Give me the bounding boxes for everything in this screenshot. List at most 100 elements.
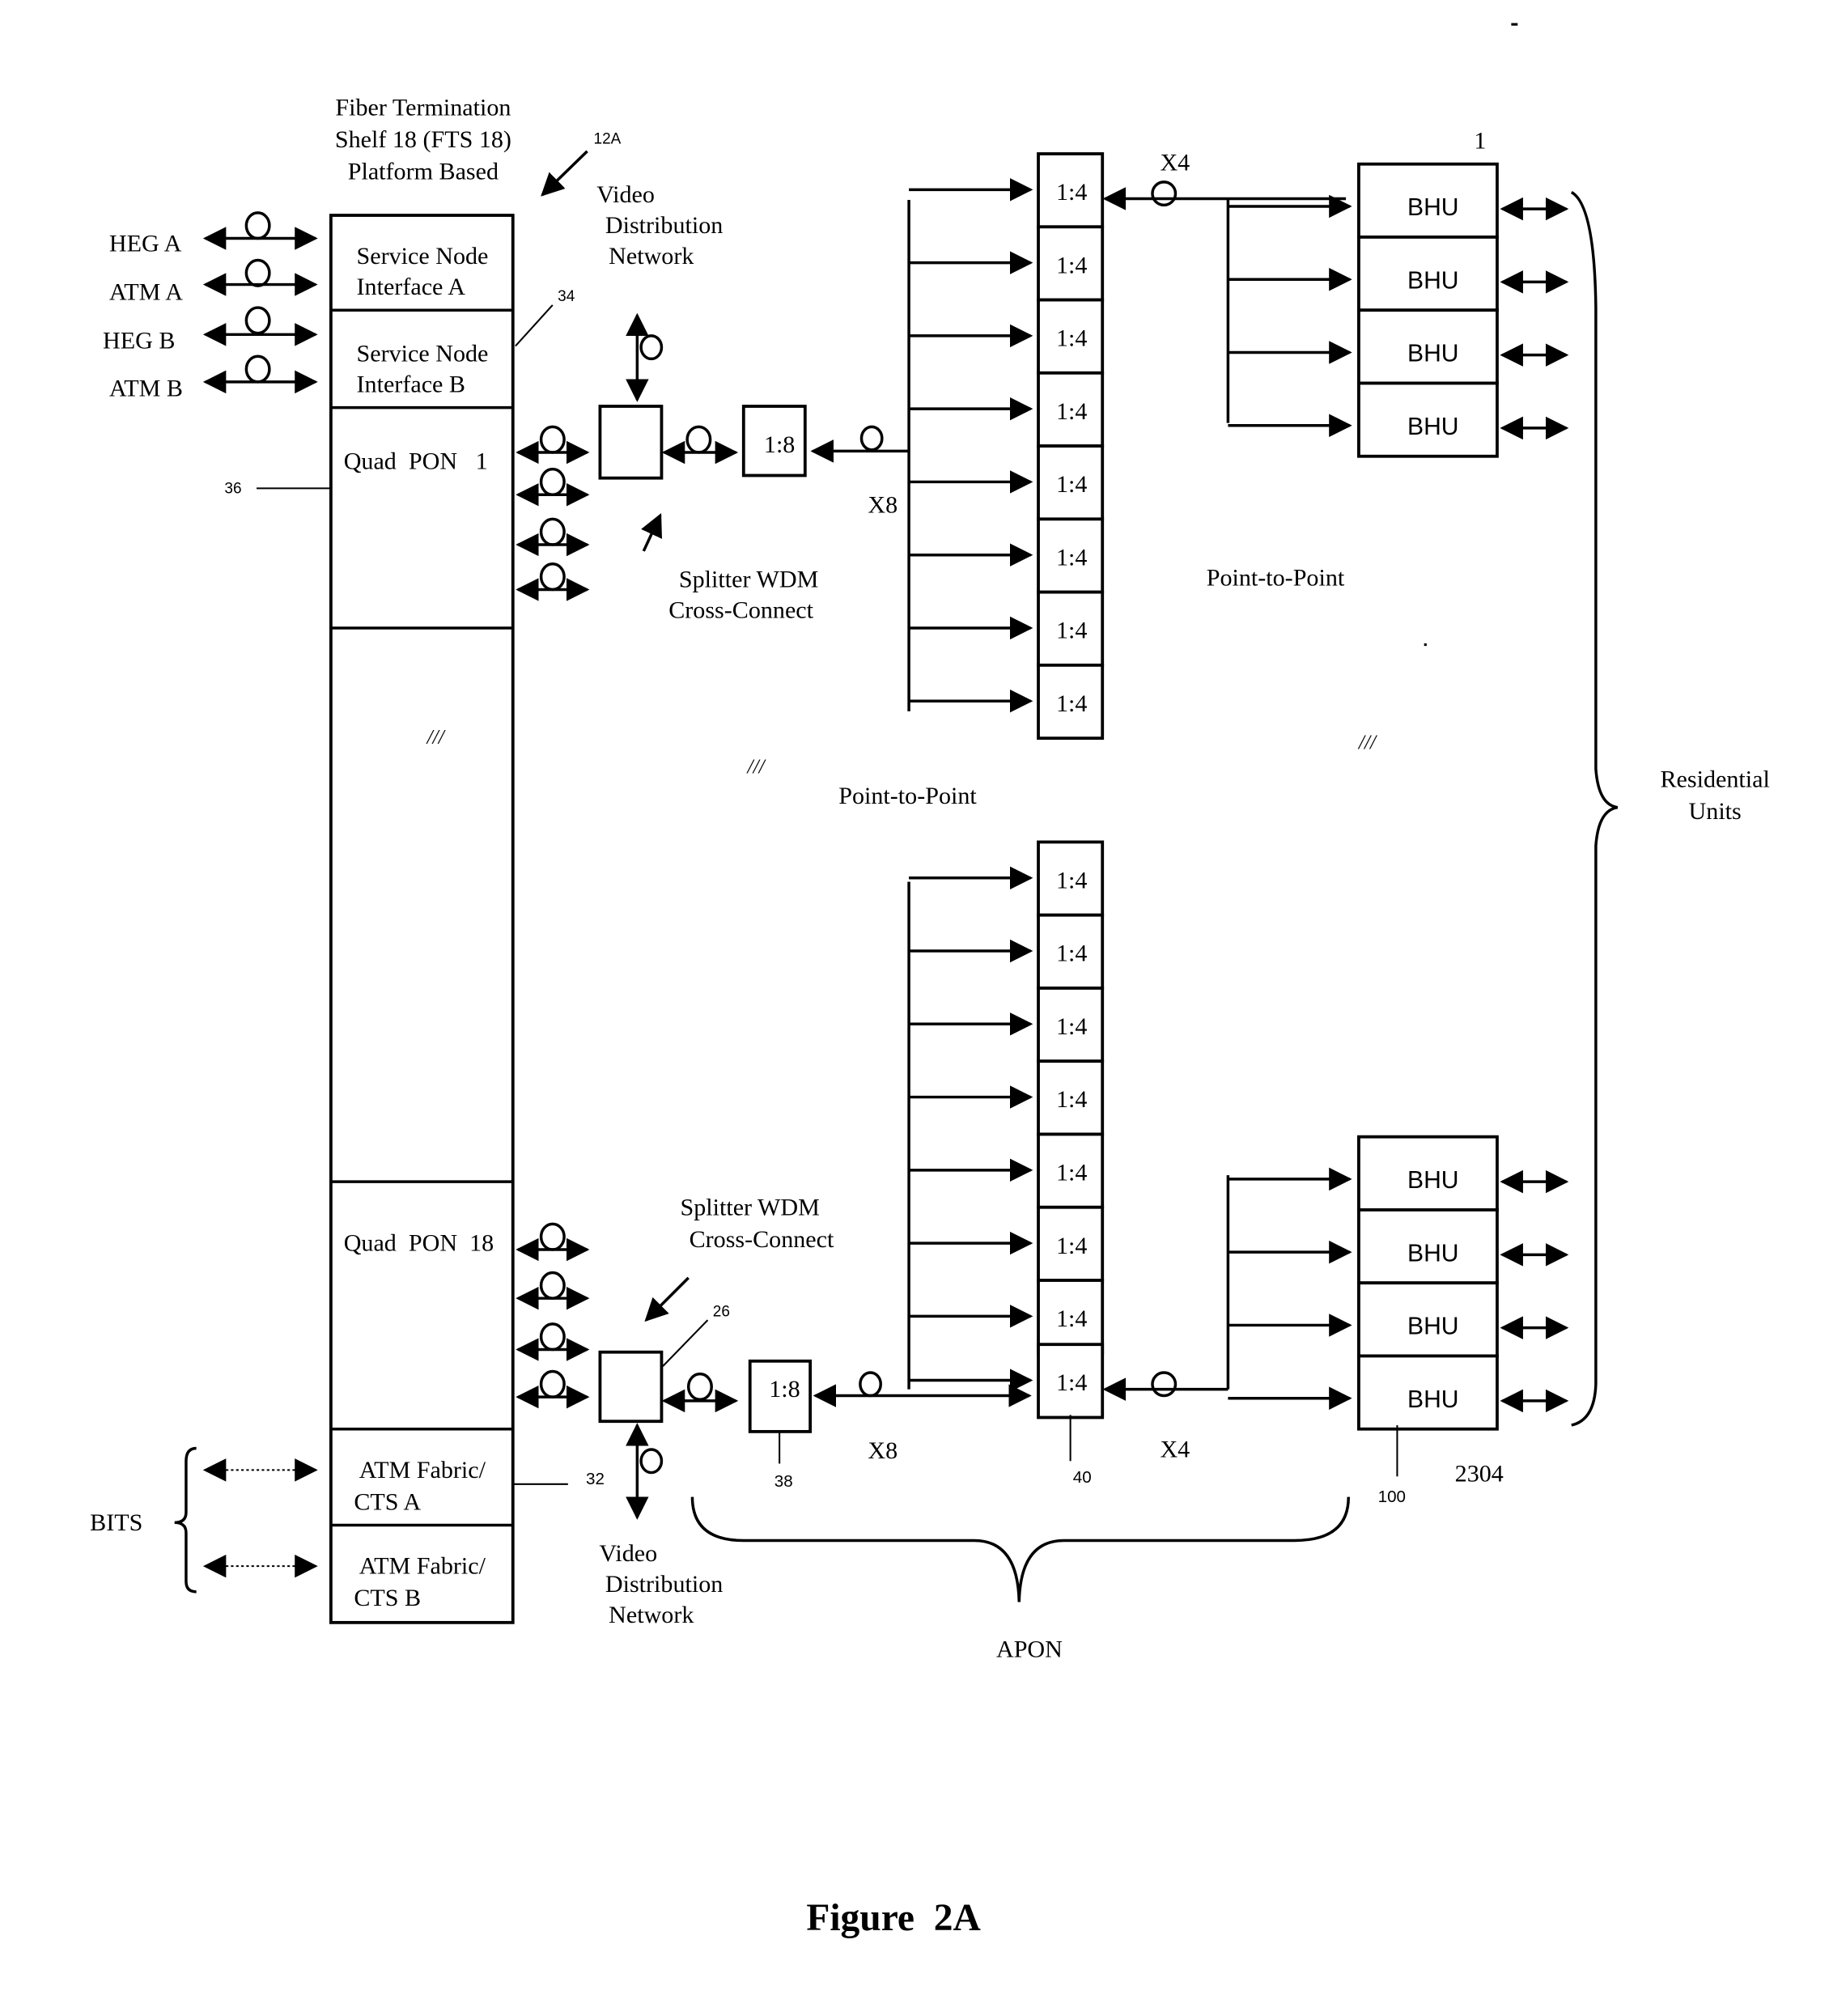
bhu-unit: BHU xyxy=(1228,164,1566,237)
shelf-frame xyxy=(331,215,513,1623)
fiber-loop-icon xyxy=(1152,1373,1176,1396)
video-network-top-line-1: Video xyxy=(596,180,655,208)
splitter-1-4: 1:4 xyxy=(909,1134,1102,1207)
apon-label: APON xyxy=(996,1636,1063,1663)
bhu-label: BHU xyxy=(1407,341,1459,367)
ref-38-label: 38 xyxy=(774,1472,793,1491)
splitter-1-4: 1:4 xyxy=(909,665,1102,738)
splitter-1-4-label: 1:4 xyxy=(1056,543,1087,571)
input-label: ATM A xyxy=(109,278,183,306)
fiber-loop-icon xyxy=(541,1371,565,1397)
splitter-1-4: 1:4 xyxy=(909,1207,1102,1280)
bottom-bhu-group: BHUBHUBHUBHU xyxy=(1228,1137,1566,1429)
sni-a-line-1: Service Node xyxy=(357,242,489,270)
bhu-label: BHU xyxy=(1407,267,1459,294)
ellipsis-right: /// xyxy=(1357,731,1377,753)
pon-port xyxy=(518,519,588,545)
top-splitter-wdm: Video Distribution Network 1:8 Splitter … xyxy=(596,180,818,623)
bhu-label: BHU xyxy=(1407,194,1459,221)
ref-26-leader xyxy=(663,1320,707,1366)
splitter-1-4-label: 1:4 xyxy=(1056,1085,1087,1113)
bits-group: BITS xyxy=(90,1448,316,1591)
bottom-feeder: X8 xyxy=(815,1373,1029,1464)
input-label: HEG A xyxy=(109,229,182,257)
fiber-loop-icon xyxy=(1152,182,1176,206)
splitter-1-4-label: 1:4 xyxy=(1056,178,1087,206)
pon-port xyxy=(518,1273,588,1299)
bottom-1-4-column: 1:41:41:41:41:41:41:41:4 xyxy=(909,842,1102,1417)
splitter-1-4-label: 1:4 xyxy=(1056,325,1087,352)
splitter-1-4-label: 1:4 xyxy=(1056,1369,1087,1396)
ref-26-label: 26 xyxy=(713,1303,730,1320)
shelf-title-line-3: Platform Based xyxy=(348,158,499,185)
pon-port xyxy=(518,469,588,495)
splitter-1-4: 1:4 xyxy=(909,1344,1102,1417)
splitter-1-4-label: 1:4 xyxy=(1056,1232,1087,1259)
splitter-1-4: 1:4 xyxy=(909,1280,1102,1353)
top-1-4-column: 1:41:41:41:41:41:41:41:4 xyxy=(909,154,1102,738)
input-atm-a: ATM A xyxy=(109,260,316,305)
bhu-unit: BHU xyxy=(1228,310,1566,383)
fiber-loop-icon xyxy=(861,427,881,450)
splitter-wdm-bottom-line-2: Cross-Connect xyxy=(690,1225,834,1253)
ref-100-label: 100 xyxy=(1378,1488,1406,1506)
pon-port xyxy=(518,1371,588,1397)
bottom-splitter-wdm: Splitter WDM Cross-Connect 26 Video Dist… xyxy=(599,1193,834,1628)
residential-units-line-2: Units xyxy=(1689,797,1742,825)
fiber-loop-icon xyxy=(246,260,269,286)
splitter-1-4-label: 1:4 xyxy=(1056,470,1087,498)
top-feeder: X8 xyxy=(813,427,909,518)
bhu-unit: BHU xyxy=(1228,1210,1566,1283)
bhu-unit: BHU xyxy=(1228,1137,1566,1210)
bits-label: BITS xyxy=(90,1509,142,1536)
sni-b-line-2: Interface B xyxy=(357,371,465,398)
atm-b-line-1: ATM Fabric/ xyxy=(359,1552,486,1580)
splitter-wdm-top-line-2: Cross-Connect xyxy=(668,596,813,623)
shelf-title: Fiber Termination Shelf 18 (FTS 18) Plat… xyxy=(335,94,511,185)
video-network-top-line-2: Distribution xyxy=(605,211,723,239)
fiber-loop-icon xyxy=(246,308,269,333)
ref-1-label: 1 xyxy=(1474,127,1486,155)
ref-40-label: 40 xyxy=(1073,1468,1092,1487)
splitter-1-8-bottom-label: 1:8 xyxy=(769,1375,800,1403)
ref-12a-label: 12A xyxy=(594,130,622,147)
bhu-label: BHU xyxy=(1407,1314,1459,1340)
sni-b-line-1: Service Node xyxy=(357,340,489,367)
wdm-cross-connect-box xyxy=(600,406,661,478)
splitter-1-4-label: 1:4 xyxy=(1056,940,1087,967)
ref-34-leader xyxy=(516,305,553,346)
splitter-1-4: 1:4 xyxy=(909,154,1102,227)
x8-top-label: X8 xyxy=(868,490,898,518)
apon-group: APON xyxy=(692,1497,1348,1663)
atm-a-line-2: CTS A xyxy=(354,1488,421,1515)
fiber-loop-icon xyxy=(687,427,711,452)
sni-a-line-2: Interface A xyxy=(357,273,466,300)
bhu-unit: BHU xyxy=(1228,237,1566,310)
ref-12a-arrow xyxy=(542,151,587,195)
fiber-loop-icon xyxy=(860,1373,881,1396)
splitter-1-4: 1:4 xyxy=(909,592,1102,665)
bhu-label: BHU xyxy=(1407,1386,1459,1413)
point-to-point-middle-label: Point-to-Point xyxy=(838,782,977,809)
point-to-point-top-label: Point-to-Point xyxy=(1207,564,1345,592)
quad-pon-1-label: Quad PON 1 xyxy=(344,448,488,475)
residential-units-line-1: Residential xyxy=(1660,765,1769,792)
apon-brace xyxy=(692,1497,1348,1602)
bhu-unit: BHU xyxy=(1228,1283,1566,1356)
input-label: ATM B xyxy=(109,374,183,401)
pon-18-ports xyxy=(518,1224,588,1397)
figure-caption: Figure 2A xyxy=(806,1897,981,1939)
pon-port xyxy=(518,1224,588,1250)
x4-bottom-label: X4 xyxy=(1160,1436,1190,1463)
splitter-1-4: 1:4 xyxy=(909,519,1102,592)
fiber-loop-icon xyxy=(246,213,269,239)
video-network-bottom-line-1: Video xyxy=(599,1539,657,1567)
top-bhu-group: BHUBHUBHUBHU xyxy=(1228,164,1566,456)
input-heg-b: HEG B xyxy=(103,308,316,354)
fiber-loop-icon xyxy=(246,356,269,382)
splitter-1-4: 1:4 xyxy=(909,373,1102,446)
splitter-1-4-label: 1:4 xyxy=(1056,1158,1087,1186)
video-network-top-line-3: Network xyxy=(609,242,694,270)
quad-pon-18-label: Quad PON 18 xyxy=(344,1229,494,1257)
